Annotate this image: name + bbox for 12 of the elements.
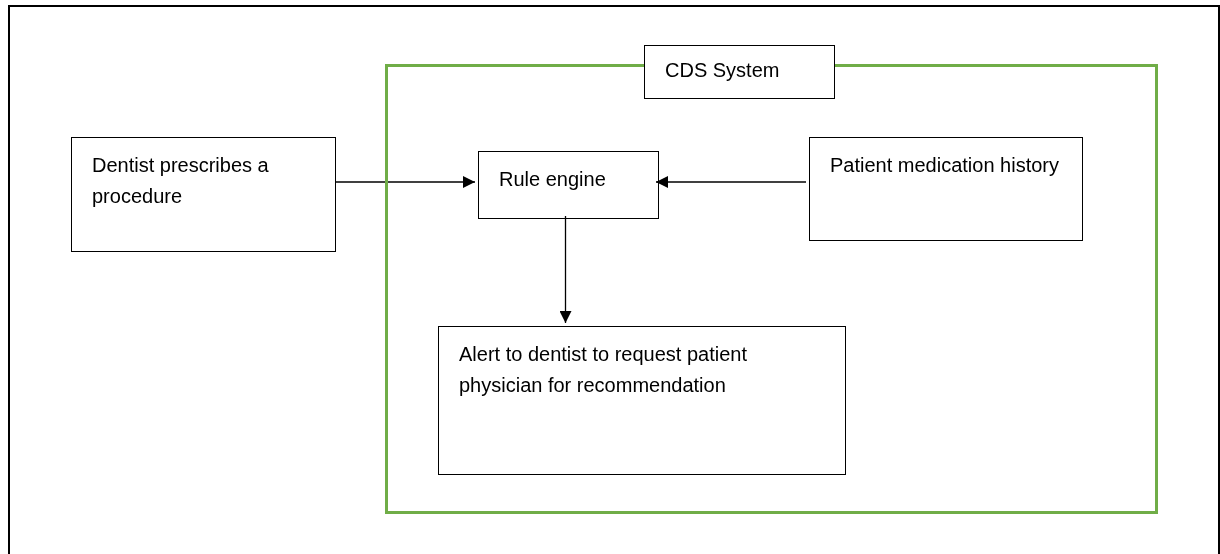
process-box xyxy=(71,137,336,252)
arrow xyxy=(655,176,807,188)
process-box xyxy=(478,151,659,219)
process-box xyxy=(438,326,846,475)
box-text: Alert to dentist to request patient physician for recommendation xyxy=(459,342,748,399)
box-text: Rule engine xyxy=(499,167,607,192)
boundary-heading: CDS System xyxy=(644,45,835,99)
arrow xyxy=(335,176,476,188)
process-box xyxy=(809,137,1083,241)
box-text: Patient medication history xyxy=(830,153,1060,178)
arrow xyxy=(559,215,572,324)
box-text: Dentist prescribes a procedure xyxy=(92,153,270,210)
